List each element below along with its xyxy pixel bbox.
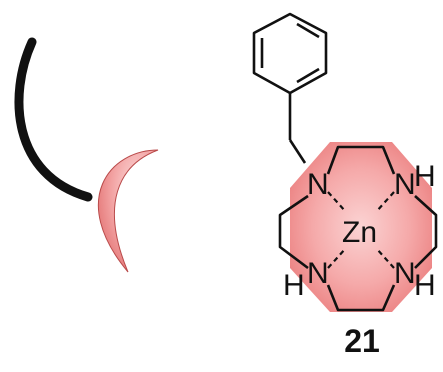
- atom-n-top-right: N: [394, 168, 416, 201]
- macrocycle-bonds: [278, 145, 438, 312]
- cartoon-receptor: [14, 37, 159, 273]
- benzene-ring: [252, 12, 328, 95]
- atom-h-top-right: H: [414, 160, 436, 193]
- coordination-bonds: [327, 191, 395, 269]
- macrocycle-ring-shading: [290, 142, 432, 312]
- curved-tether-icon: [14, 37, 93, 202]
- metal-center: Zn: [342, 216, 377, 249]
- molecule-21: N N H Zn N H N H 21: [252, 12, 438, 359]
- atom-n-top-left: N: [307, 168, 329, 201]
- atom-n-bottom-right: N: [394, 257, 416, 290]
- atom-n-bottom-left: N: [307, 257, 329, 290]
- compound-number: 21: [344, 323, 380, 359]
- benzyl-linker: [288, 93, 307, 164]
- atom-h-bottom-right: H: [414, 269, 436, 302]
- atom-h-bottom-left: H: [283, 269, 305, 302]
- crescent-receptor-icon: [97, 149, 159, 273]
